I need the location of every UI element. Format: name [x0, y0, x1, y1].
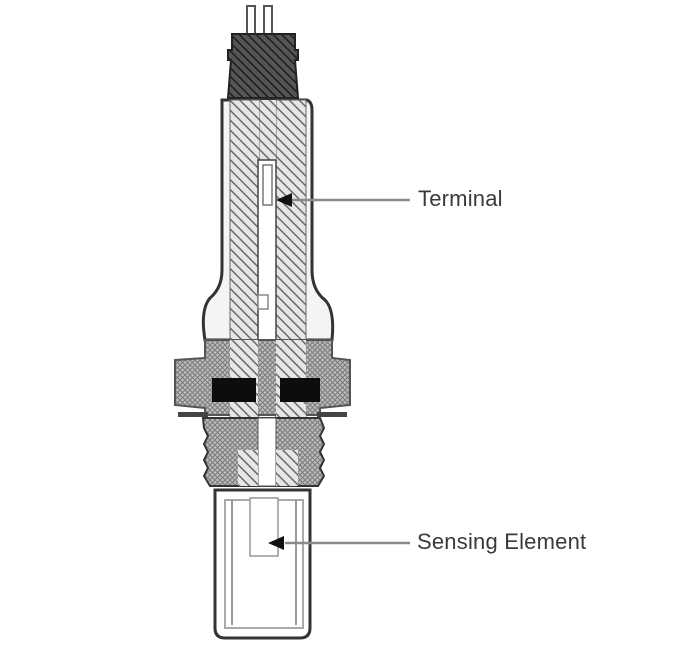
- sensing-element-shape: [249, 497, 279, 557]
- seal-left: [212, 378, 256, 402]
- hex-nut: [174, 339, 351, 416]
- leader-terminal: [276, 193, 410, 207]
- terminal-contact: [262, 164, 273, 206]
- grommet: [226, 33, 300, 99]
- protective-tube: [213, 488, 312, 640]
- wire-leads: [246, 5, 273, 37]
- seal-right: [280, 378, 320, 402]
- label-sensing-element: Sensing Element: [417, 529, 587, 554]
- leader-sensing-element: [268, 536, 410, 550]
- label-terminal: Terminal: [418, 186, 503, 211]
- gasket-bar: [178, 412, 208, 417]
